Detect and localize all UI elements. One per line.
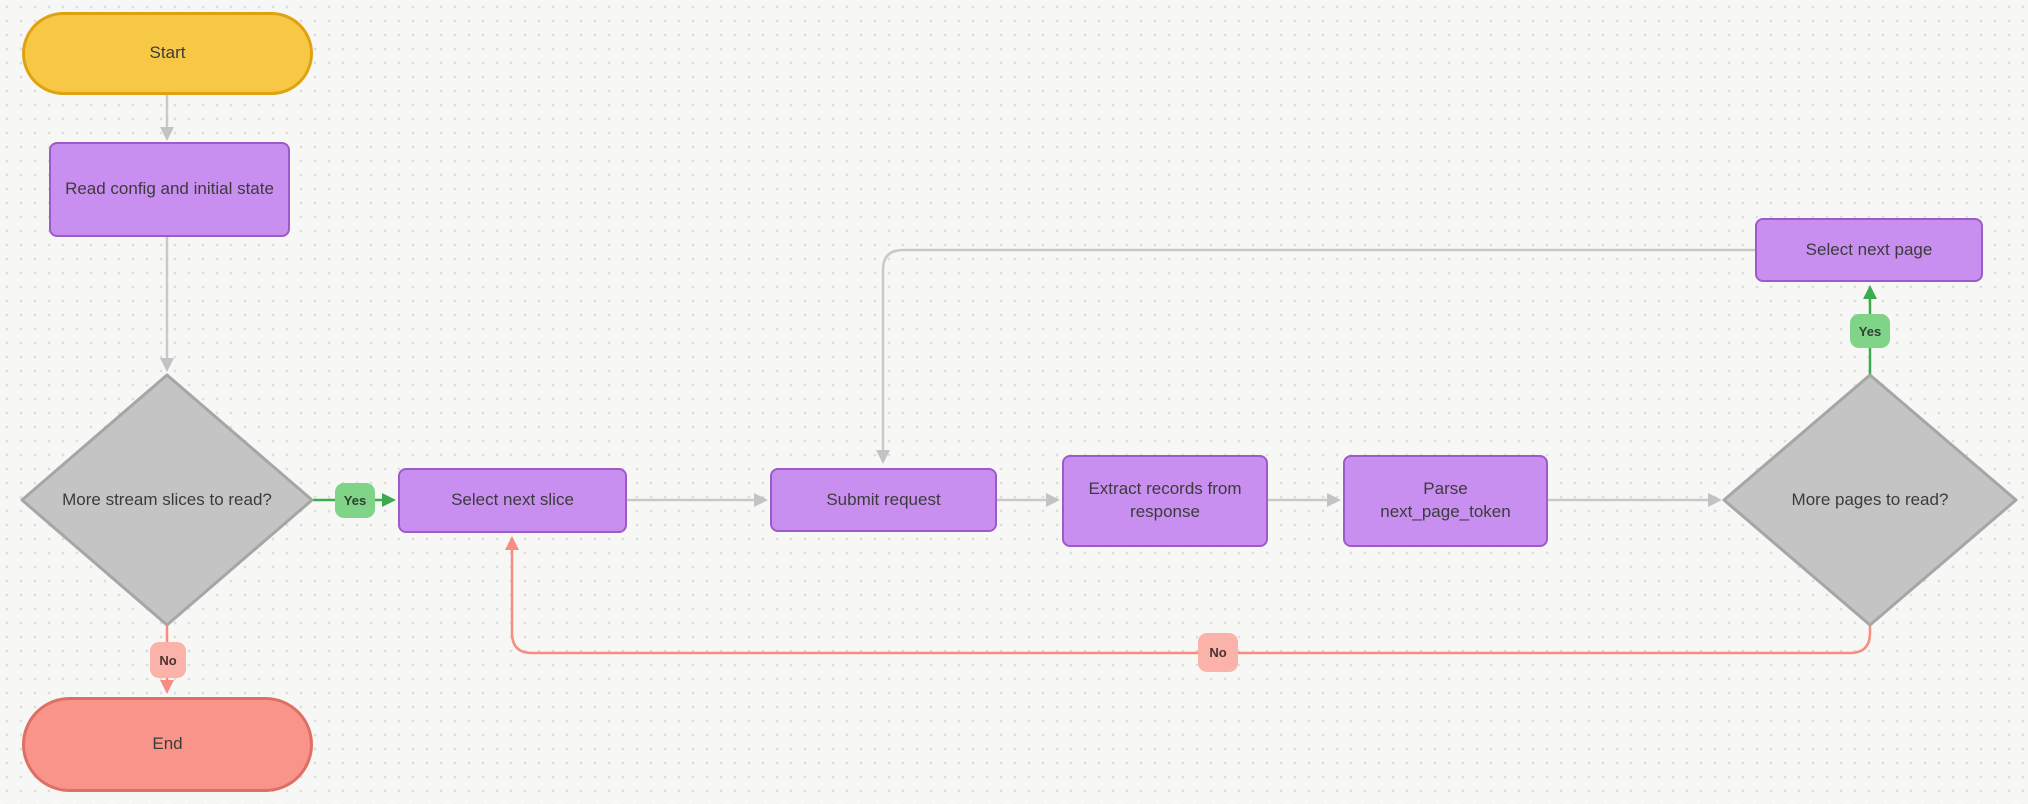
edge-label-no-slices[interactable]: No: [150, 642, 186, 678]
node-more-pages-decision[interactable]: More pages to read?: [1720, 371, 2020, 629]
arrowhead-right-icon: [382, 493, 396, 507]
arrowhead-down-icon: [160, 680, 174, 694]
arrowhead-down-icon: [160, 358, 174, 372]
diamond-shape-icon: [20, 373, 314, 627]
edge-label-yes-pages[interactable]: Yes: [1850, 314, 1890, 348]
edge-decision2-no-loop: [510, 546, 1872, 655]
no-label: No: [1209, 645, 1227, 660]
edge-nextpage-submit: [881, 248, 1757, 454]
node-select-next-slice[interactable]: Select next slice: [398, 468, 627, 533]
node-parse-token-label: Parse next_page_token: [1380, 479, 1511, 521]
arrowhead-right-icon: [754, 493, 768, 507]
node-more-pages-label: More pages to read?: [1791, 489, 1949, 509]
node-submit-request[interactable]: Submit request: [770, 468, 997, 532]
node-extract-records[interactable]: Extract records from response: [1062, 455, 1268, 547]
node-start[interactable]: Start: [22, 12, 313, 95]
node-extract-records-label: Extract records from response: [1088, 479, 1242, 521]
edge-label-no-pages[interactable]: No: [1198, 633, 1238, 672]
arrowhead-up-icon: [505, 536, 519, 550]
node-parse-token[interactable]: Parse next_page_token: [1343, 455, 1548, 547]
node-end-label: End: [152, 734, 183, 754]
node-more-slices-label: More stream slices to read?: [62, 489, 272, 509]
arrowhead-down-icon: [160, 127, 174, 141]
arrowhead-up-icon: [1863, 285, 1877, 299]
node-more-slices-decision[interactable]: More stream slices to read?: [18, 371, 316, 629]
no-label: No: [159, 652, 177, 668]
yes-label: Yes: [1858, 323, 1882, 339]
node-select-next-page[interactable]: Select next page: [1755, 218, 1983, 282]
node-select-next-page-label: Select next page: [1805, 239, 1933, 259]
node-submit-request-label: Submit request: [826, 489, 941, 509]
arrowhead-right-icon: [1327, 493, 1341, 507]
yes-label: Yes: [343, 493, 367, 508]
arrowhead-down-icon: [876, 450, 890, 464]
node-read-config-label: Read config and initial state: [65, 179, 274, 199]
edge-label-yes-slices[interactable]: Yes: [335, 483, 375, 518]
diamond-shape-icon: [1722, 373, 2018, 627]
node-start-label: Start: [149, 43, 186, 63]
arrowhead-right-icon: [1708, 493, 1722, 507]
node-read-config[interactable]: Read config and initial state: [49, 142, 290, 237]
node-end[interactable]: End: [22, 697, 313, 792]
node-select-next-slice-label: Select next slice: [451, 490, 574, 510]
arrowhead-right-icon: [1046, 493, 1060, 507]
